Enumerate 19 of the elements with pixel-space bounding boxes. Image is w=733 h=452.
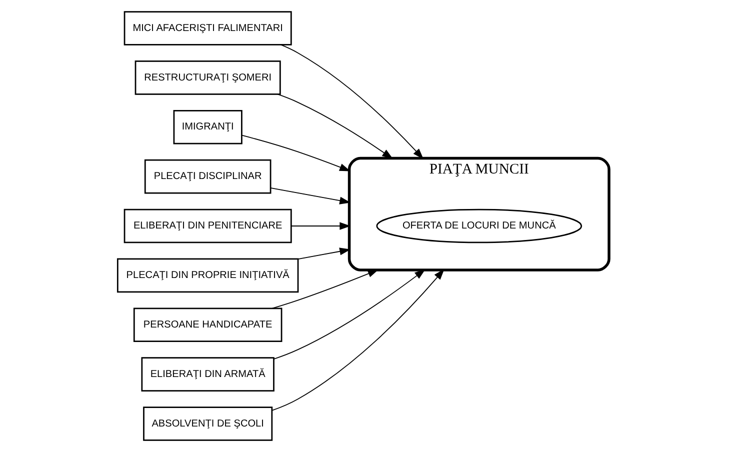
arrow bbox=[276, 94, 393, 160]
arrow bbox=[270, 187, 350, 204]
arrow bbox=[297, 248, 350, 260]
node-box: PLECAŢI DIN PROPRIE INIŢIATIVĂ bbox=[116, 258, 298, 293]
arrow bbox=[280, 44, 424, 160]
arrow bbox=[290, 222, 350, 230]
node-box: IMIGRANŢI bbox=[172, 110, 242, 144]
node-box: RESTRUCTURAŢI ŞOMERI bbox=[134, 60, 280, 95]
arrow bbox=[271, 269, 378, 309]
node-box: PLECAŢI DISCIPLINAR bbox=[144, 159, 271, 194]
arrow bbox=[241, 134, 350, 172]
node-ellipse: OFERTA DE LOCURI DE MUNCĂ bbox=[376, 208, 582, 244]
node-box: MICI AFACERIŞTI FALIMENTARI bbox=[123, 11, 292, 46]
arrow bbox=[271, 268, 444, 411]
node-box: ELIBERAŢI DIN PENITENCIARE bbox=[123, 208, 292, 244]
node-box: ABSOLVENŢI DE ŞCOLI bbox=[142, 406, 272, 441]
arrow bbox=[272, 269, 426, 360]
node-box: ELIBERAŢI DIN ARMATĂ bbox=[140, 357, 274, 392]
node-box: PERSOANE HANDICAPATE bbox=[132, 308, 282, 342]
